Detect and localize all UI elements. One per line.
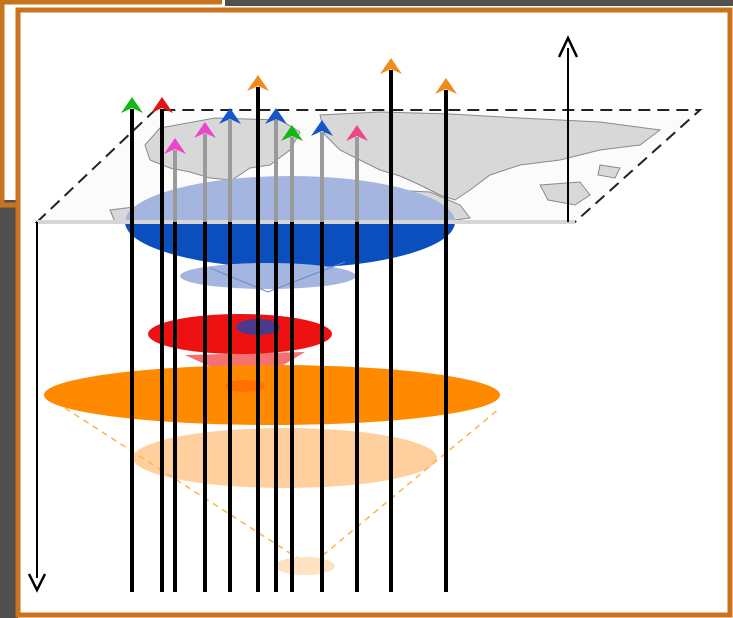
- profile-arrowhead: [151, 97, 173, 113]
- profile-arrowhead: [164, 138, 186, 154]
- profile-arrowhead: [346, 125, 368, 141]
- blue-layer-lower: [180, 263, 356, 289]
- profile-arrowhead: [380, 58, 402, 74]
- profile-shaft: [151, 97, 173, 592]
- profile-shaft: [311, 120, 333, 592]
- profile-shaft: [435, 78, 457, 592]
- profile-arrowhead: [121, 97, 143, 113]
- vertical-axis-up: [557, 35, 579, 222]
- frame-border: [0, 0, 18, 208]
- profile-shaft: [281, 125, 303, 592]
- profile-arrowhead: [281, 125, 303, 141]
- top-dark-bar: [225, 0, 733, 6]
- dark-side-panel: [0, 200, 18, 618]
- profile-shaft: [219, 108, 241, 592]
- profile-arrowhead: [265, 108, 287, 124]
- profile-arrowhead: [435, 78, 457, 94]
- profile-arrowhead: [247, 75, 269, 91]
- profile-shaft: [164, 138, 186, 592]
- profile-shaft: [265, 108, 287, 592]
- profile-shaft: [380, 58, 402, 592]
- profile-arrowhead: [194, 122, 216, 138]
- profile-shaft: [194, 122, 216, 592]
- world-map: [109, 111, 662, 222]
- profile-shafts: [121, 58, 457, 592]
- orange-layer: [44, 365, 500, 425]
- profile-shaft: [346, 125, 368, 592]
- profile-shaft: [247, 75, 269, 592]
- vertical-axis-down: [27, 222, 47, 593]
- profile-arrowhead: [311, 120, 333, 136]
- inner-frame: [15, 7, 733, 618]
- profile-arrowhead: [219, 108, 241, 124]
- profile-shaft: [121, 97, 143, 592]
